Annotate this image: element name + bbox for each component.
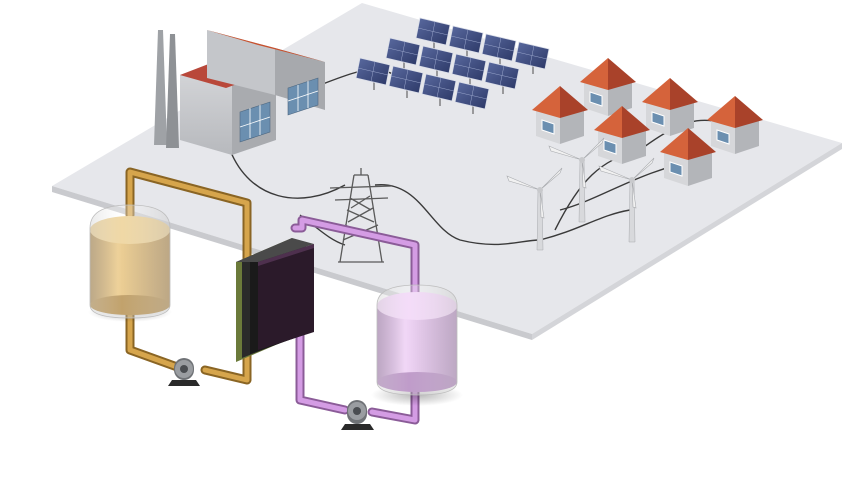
left-electrolyte-tank bbox=[88, 204, 172, 322]
solar-panel-icon bbox=[418, 45, 454, 78]
solar-panel-icon bbox=[385, 37, 421, 70]
right-electrolyte-tank bbox=[371, 284, 463, 406]
factory-icon bbox=[154, 30, 325, 155]
wind-turbine-icon bbox=[548, 137, 605, 223]
house-icon bbox=[580, 58, 636, 116]
solar-panel-icon bbox=[421, 73, 457, 106]
houses-group bbox=[532, 58, 763, 186]
pump-icon bbox=[341, 400, 374, 430]
house-icon bbox=[642, 78, 698, 136]
house-icon bbox=[707, 96, 763, 154]
pump-icon bbox=[168, 358, 200, 386]
wind-turbine-icon bbox=[506, 167, 563, 251]
solar-panel-icon bbox=[454, 81, 490, 114]
house-icon bbox=[594, 106, 650, 164]
house-icon bbox=[660, 128, 716, 186]
membrane-stack-icon bbox=[236, 238, 314, 362]
house-icon bbox=[532, 86, 588, 144]
solar-panel-icon bbox=[484, 61, 520, 94]
wind-turbines-group bbox=[506, 137, 655, 251]
wind-turbine-icon bbox=[598, 157, 655, 243]
solar-panel-icon bbox=[388, 65, 424, 98]
solar-panel-icon bbox=[415, 17, 451, 50]
solar-panel-icon bbox=[355, 57, 391, 90]
solar-panel-icon bbox=[514, 41, 550, 74]
solar-array bbox=[355, 17, 550, 114]
solar-panel-icon bbox=[451, 53, 487, 86]
left-electrolyte-pipe bbox=[125, 167, 252, 385]
